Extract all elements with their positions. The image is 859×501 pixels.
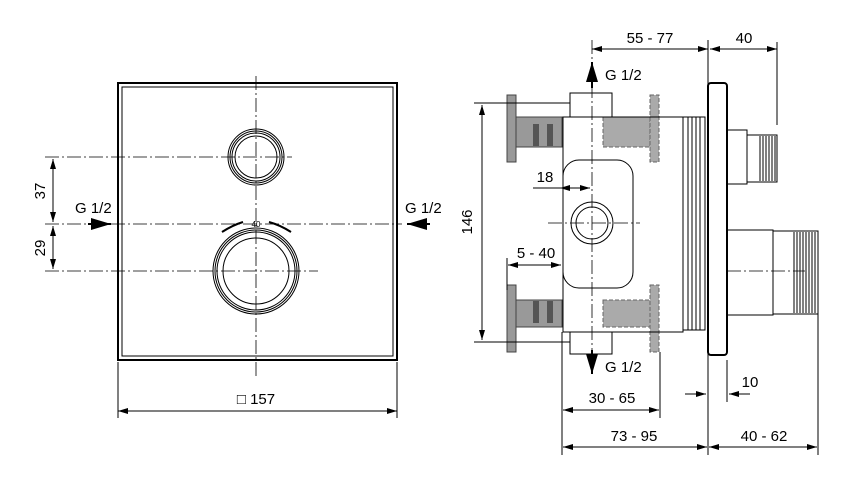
scale-arcs (221, 221, 292, 233)
dim-30-65: 30 - 65 (589, 390, 636, 407)
wall-plate (707, 82, 728, 356)
cover-plate (117, 82, 398, 361)
scale-mark: 40 (252, 220, 261, 229)
dim-40-62: 40 - 62 (741, 428, 788, 445)
thread (682, 116, 706, 331)
dim-157: □ 157 (237, 391, 275, 408)
inlet-right-label: G 1/2 (405, 200, 442, 217)
dim-73-95: 73 - 95 (611, 428, 658, 445)
dim-29: 29 (32, 240, 49, 257)
dim-37: 37 (32, 183, 49, 200)
side-view: 55 - 77 40 G 1/2 G 1/2 146 18 5 - 40 10 … (459, 30, 819, 455)
front-view: 37 29 40 G 1/2 G 1/2 □ 157 (32, 76, 442, 418)
dim-40: 40 (736, 30, 753, 47)
side-knob-top (726, 129, 778, 185)
dim-10: 10 (742, 374, 759, 391)
outlet-bottom-label: G 1/2 (605, 359, 642, 376)
dim-55-77: 55 - 77 (627, 30, 674, 47)
inlet-left-label: G 1/2 (75, 200, 112, 217)
dim-146: 146 (459, 209, 476, 234)
dim-5-40: 5 - 40 (517, 245, 555, 262)
dim-18: 18 (537, 169, 554, 186)
outlet-top-label: G 1/2 (605, 67, 642, 84)
body-window (562, 159, 634, 289)
side-knob-bottom (726, 229, 819, 316)
